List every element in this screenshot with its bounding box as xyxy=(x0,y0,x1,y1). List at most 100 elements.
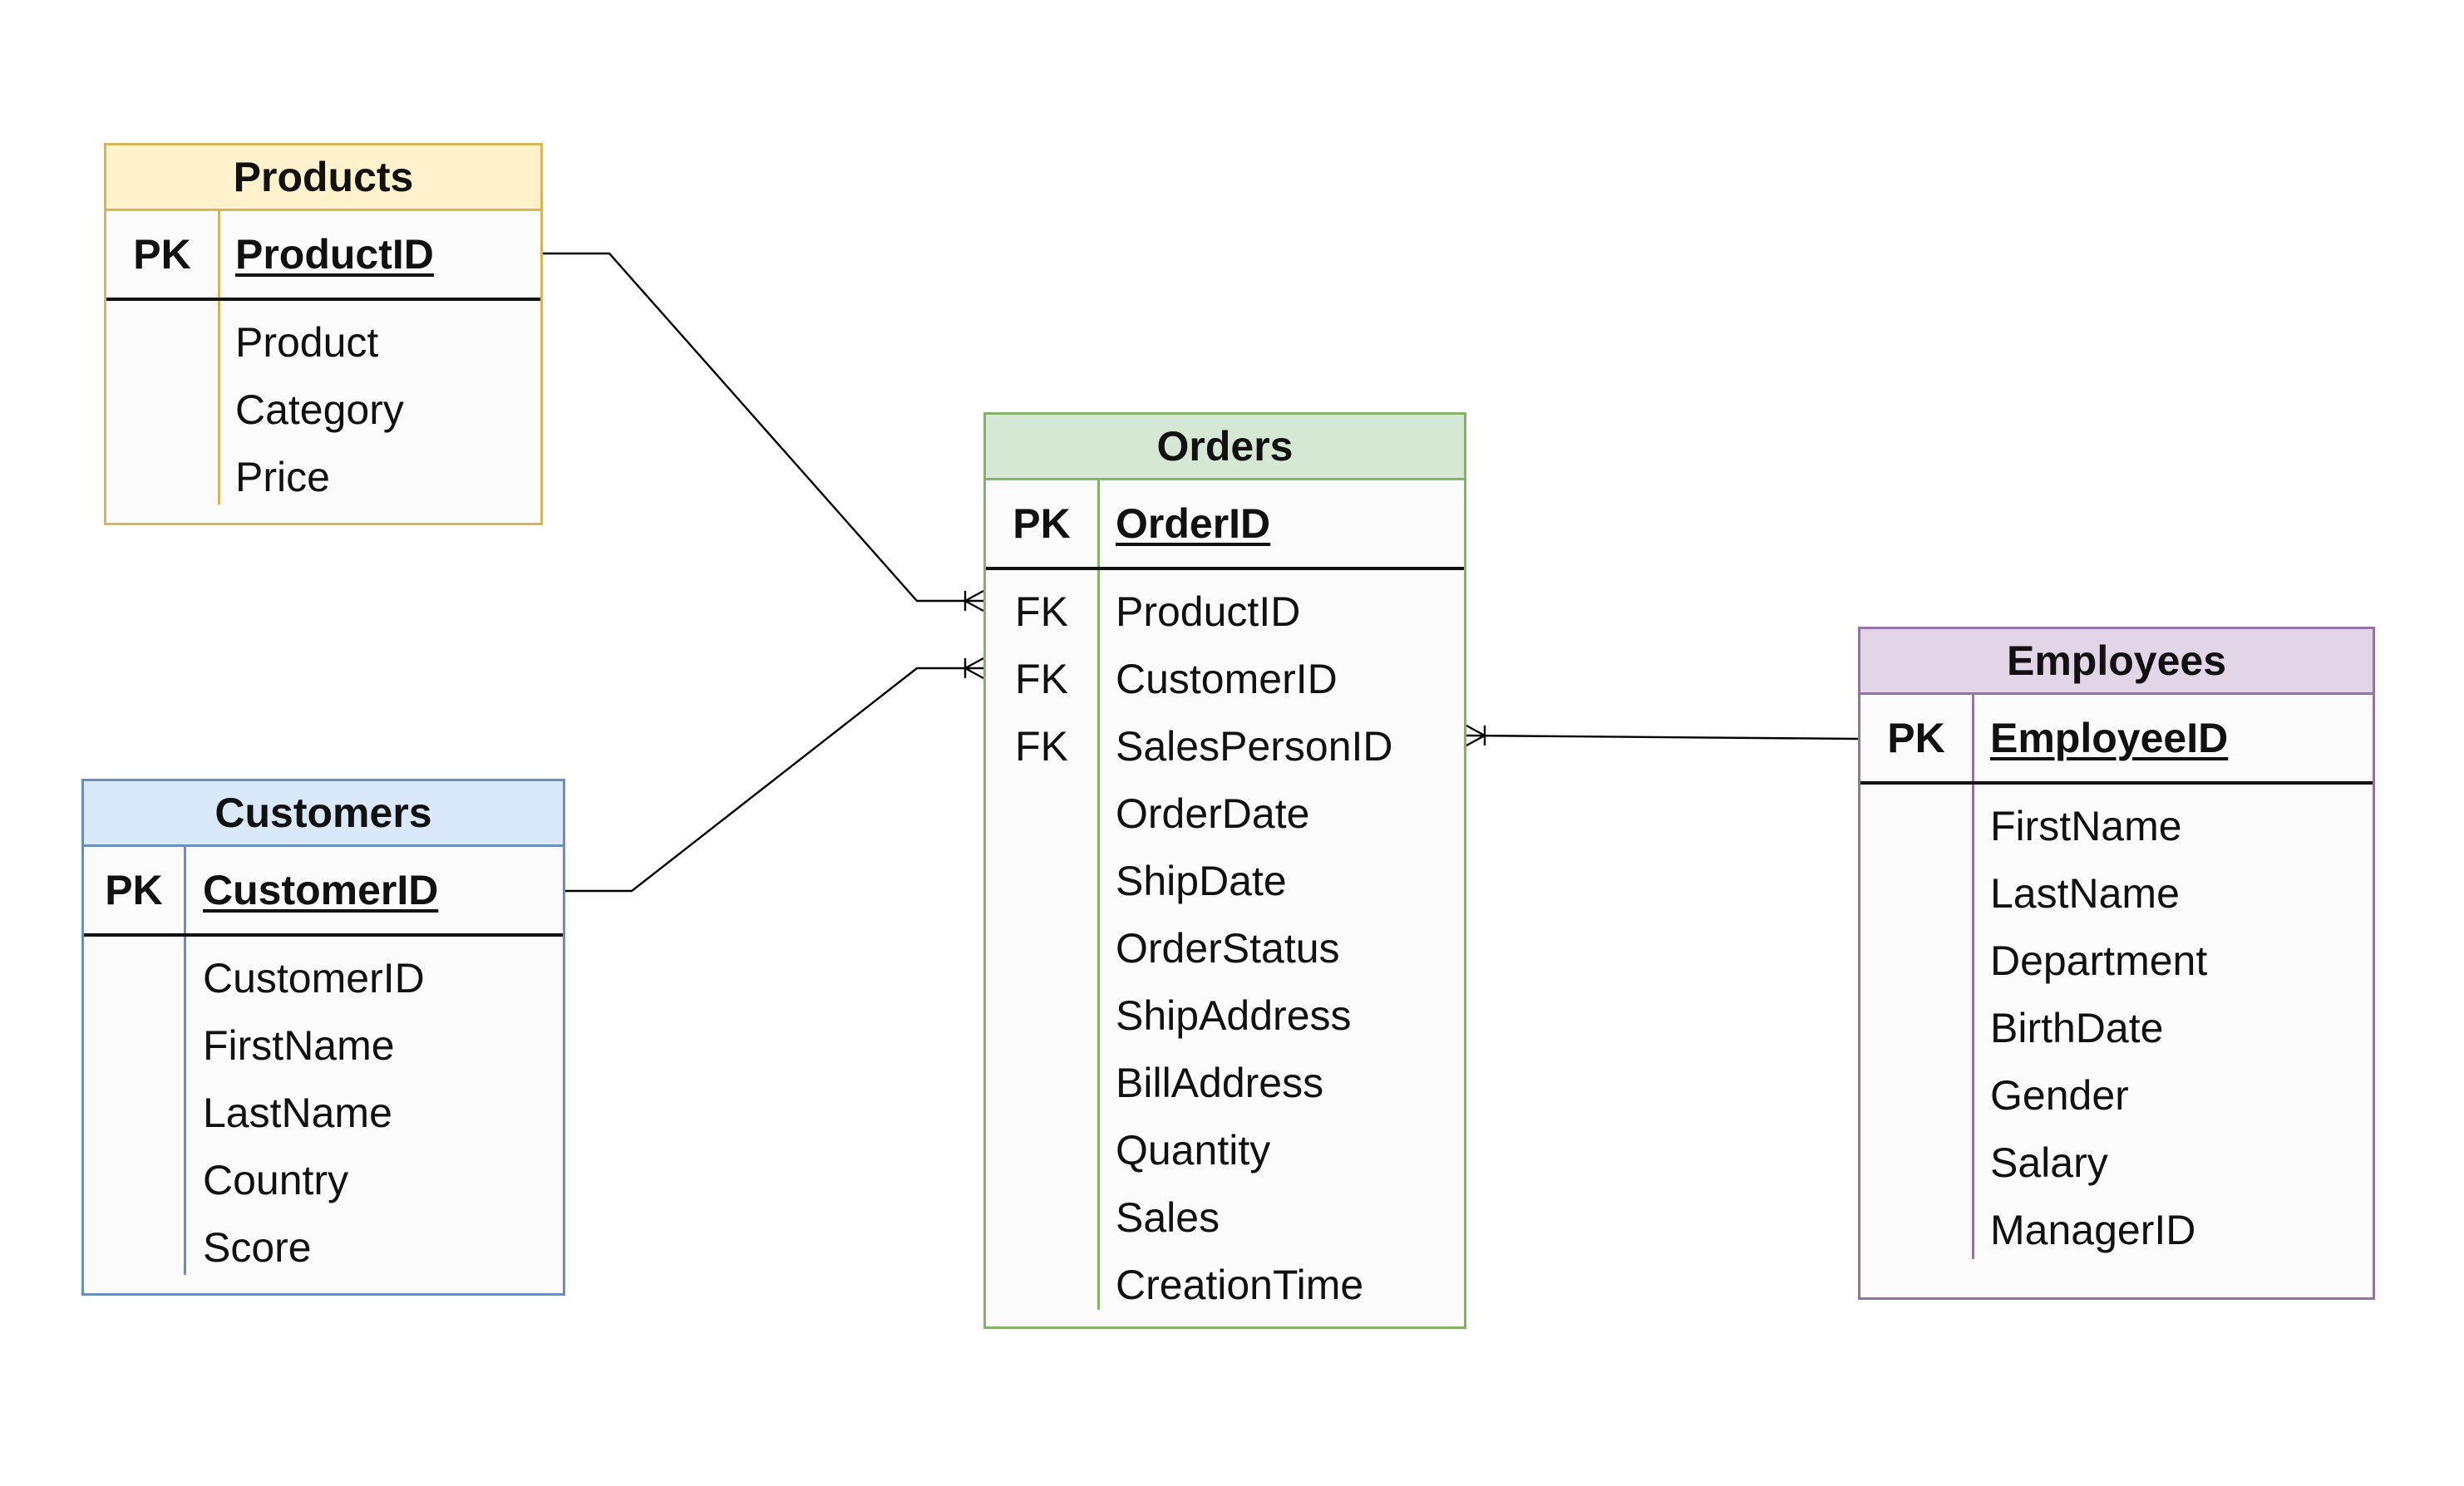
pk-label: PK xyxy=(133,231,191,278)
field-row: Department xyxy=(1860,927,2373,994)
column-divider xyxy=(1972,695,1974,781)
customers-table[interactable]: Customers PK CustomerID CustomerID First… xyxy=(81,779,565,1296)
connector-line xyxy=(543,252,983,603)
primary-key-row: PK CustomerID xyxy=(84,847,563,937)
field-name: BillAddress xyxy=(1116,1059,1324,1106)
field-row: ManagerID xyxy=(1860,1196,2373,1263)
field-key xyxy=(106,443,218,510)
table-title: Products xyxy=(106,145,540,211)
field-key xyxy=(986,780,1097,847)
field-key xyxy=(106,376,218,443)
field-row: BillAddress xyxy=(986,1049,1464,1116)
field-key xyxy=(986,914,1097,982)
orders-table[interactable]: Orders PK OrderID FK ProductID FK Custom… xyxy=(983,412,1466,1329)
column-divider xyxy=(184,847,186,933)
field-name: CreationTime xyxy=(1116,1261,1364,1308)
field-key: FK xyxy=(1015,588,1068,635)
column-divider xyxy=(184,937,186,1275)
field-name: Product xyxy=(235,318,379,366)
connector-line xyxy=(565,667,983,893)
field-row: CreationTime xyxy=(986,1251,1464,1318)
field-key xyxy=(1860,859,1972,927)
table-title: Customers xyxy=(84,781,563,847)
pk-label: PK xyxy=(105,867,163,913)
primary-key-row: PK EmployeeID xyxy=(1860,695,2373,785)
field-row: ShipAddress xyxy=(986,982,1464,1049)
table-title: Employees xyxy=(1860,629,2373,695)
relationship-customers-orders xyxy=(565,657,984,893)
field-key xyxy=(1860,1196,1972,1263)
field-row: CustomerID xyxy=(84,944,563,1011)
column-divider xyxy=(218,211,220,298)
field-name: CustomerID xyxy=(203,954,425,1001)
field-name: OrderDate xyxy=(1116,790,1310,837)
field-name: ProductID xyxy=(1116,588,1301,635)
field-name: Department xyxy=(1990,937,2208,984)
field-row: Country xyxy=(84,1146,563,1213)
field-key xyxy=(1860,927,1972,994)
field-key xyxy=(986,1251,1097,1318)
field-name: Quantity xyxy=(1116,1126,1271,1174)
field-key: FK xyxy=(1015,655,1068,702)
field-row: BirthDate xyxy=(1860,994,2373,1061)
field-row: OrderStatus xyxy=(986,914,1464,982)
field-key xyxy=(986,1116,1097,1183)
field-name: ManagerID xyxy=(1990,1206,2196,1253)
field-row: Quantity xyxy=(986,1116,1464,1183)
field-row: ShipDate xyxy=(986,847,1464,914)
field-key xyxy=(986,847,1097,914)
field-key xyxy=(1860,1129,1972,1196)
field-row: Gender xyxy=(1860,1061,2373,1129)
connector-line xyxy=(1466,734,1859,741)
field-key xyxy=(1860,1061,1972,1129)
crows-foot-icon xyxy=(963,589,984,613)
field-row: FirstName xyxy=(1860,792,2373,859)
column-divider xyxy=(1097,480,1100,567)
products-table[interactable]: Products PK ProductID Product Category P… xyxy=(104,143,543,525)
field-name: Category xyxy=(235,386,404,433)
pk-field-name: ProductID xyxy=(235,231,434,278)
crows-foot-icon xyxy=(963,657,984,680)
pk-label: PK xyxy=(1887,715,1945,761)
field-name: FirstName xyxy=(203,1021,395,1069)
field-row: Product xyxy=(106,308,540,376)
field-name: Country xyxy=(203,1156,349,1203)
field-name: CustomerID xyxy=(1116,655,1338,702)
field-name: OrderStatus xyxy=(1116,924,1340,972)
field-name: Salary xyxy=(1990,1139,2108,1186)
pk-field-name: EmployeeID xyxy=(1990,715,2229,761)
column-divider xyxy=(218,301,220,504)
column-divider xyxy=(1097,570,1100,1310)
field-key xyxy=(84,1011,184,1079)
employees-table[interactable]: Employees PK EmployeeID FirstName LastNa… xyxy=(1858,627,2375,1300)
field-key xyxy=(1860,994,1972,1061)
crows-foot-icon xyxy=(1466,724,1486,747)
field-key xyxy=(986,982,1097,1049)
field-key xyxy=(84,1146,184,1213)
field-row: FirstName xyxy=(84,1011,563,1079)
field-row: FK ProductID xyxy=(986,578,1464,645)
pk-label: PK xyxy=(1013,500,1071,547)
relationship-products-orders xyxy=(543,252,984,613)
field-name: LastName xyxy=(203,1089,392,1136)
field-row: Price xyxy=(106,443,540,510)
field-name: LastName xyxy=(1990,869,2180,917)
field-name: BirthDate xyxy=(1990,1004,2164,1051)
field-name: Score xyxy=(203,1223,312,1271)
column-divider xyxy=(1972,785,1974,1259)
field-name: ShipDate xyxy=(1116,857,1287,904)
field-key xyxy=(84,944,184,1011)
field-key xyxy=(84,1079,184,1146)
field-key xyxy=(106,308,218,376)
field-row: Sales xyxy=(986,1183,1464,1251)
field-list: CustomerID FirstName LastName Country Sc… xyxy=(84,937,563,1281)
field-list: FirstName LastName Department BirthDate … xyxy=(1860,785,2373,1263)
field-row: LastName xyxy=(84,1079,563,1146)
pk-field-name: OrderID xyxy=(1116,500,1271,547)
field-key xyxy=(986,1049,1097,1116)
field-key xyxy=(1860,792,1972,859)
field-row: FK SalesPersonID xyxy=(986,712,1464,780)
field-name: ShipAddress xyxy=(1116,991,1352,1039)
